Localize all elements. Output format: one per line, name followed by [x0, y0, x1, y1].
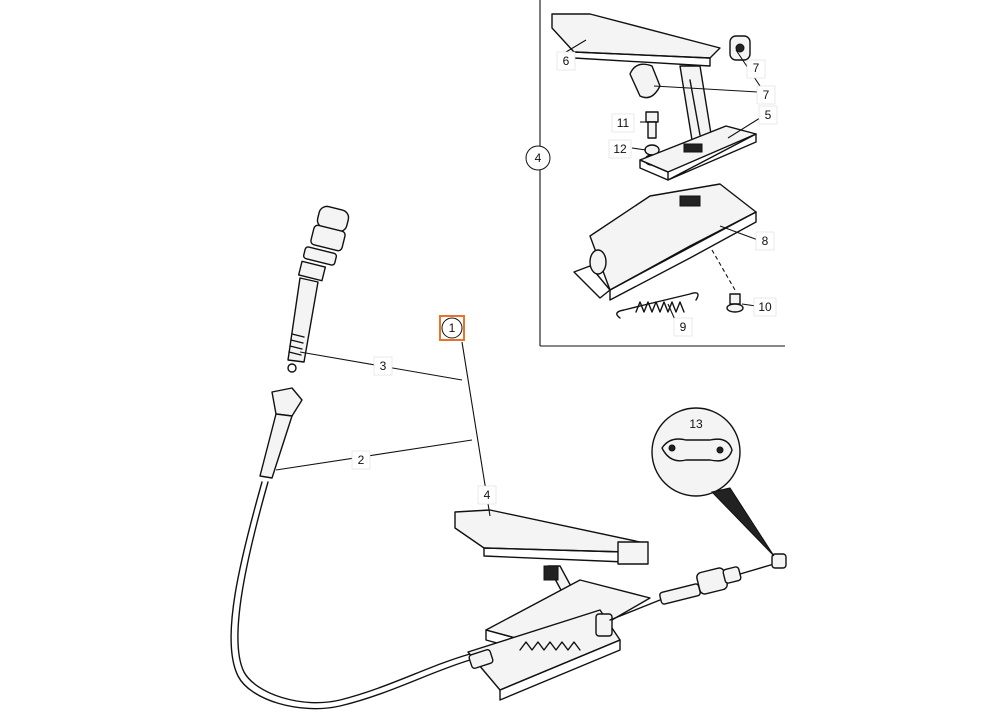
callout-13-label: 13 — [689, 417, 703, 431]
callout-5-label: 5 — [765, 108, 772, 122]
callout-5: 5 — [758, 105, 778, 125]
inset-bracket-5 — [639, 125, 757, 181]
cable-end-part-3 — [287, 205, 350, 373]
callout-2: 2 — [351, 450, 371, 470]
callout-3-label: 3 — [380, 359, 387, 373]
inset-spring-9 — [616, 292, 699, 319]
clip-part-13-bubble — [651, 407, 775, 557]
callout-9: 9 — [673, 317, 693, 337]
inset-rubber-stop-7 — [629, 63, 661, 99]
callout-6: 6 — [556, 51, 576, 71]
callout-7-upper: 7 — [746, 59, 766, 79]
main-pedal-assembly — [454, 509, 661, 701]
inset-base-housing-8 — [573, 183, 757, 301]
callout-10-label: 10 — [758, 300, 772, 314]
inset-frame — [539, 0, 785, 347]
callout-1-label: 1 — [449, 321, 456, 335]
callout-12-label: 12 — [613, 142, 627, 156]
callout-3: 3 — [373, 356, 393, 376]
callout-13: 13 — [689, 417, 703, 431]
callout-4-main-label: 4 — [484, 488, 491, 502]
callout-7-lower-label: 7 — [763, 88, 770, 102]
callout-7-lower: 7 — [756, 85, 776, 105]
callout-4-inset-label: 4 — [535, 151, 542, 165]
callout-1[interactable]: 1 — [439, 315, 465, 341]
callout-4-main: 4 — [477, 485, 497, 505]
callout-8: 8 — [755, 231, 775, 251]
callout-12: 12 — [608, 139, 632, 159]
callout-10: 10 — [753, 297, 777, 317]
inset-pedal-pad-6 — [551, 13, 721, 67]
callout-9-label: 9 — [680, 320, 687, 334]
callout-11-label: 11 — [617, 116, 630, 130]
callout-7-upper-label: 7 — [753, 61, 760, 75]
callout-4-inset: 4 — [525, 145, 551, 171]
callout-2-label: 2 — [358, 453, 365, 467]
cable-end-connector — [659, 553, 787, 605]
callout-1-circle — [441, 317, 463, 339]
callout-11: 11 — [611, 113, 635, 133]
callout-1-highlight-box — [439, 315, 465, 341]
inset-bolt-11 — [645, 111, 659, 139]
inset-bolt-7-right — [729, 35, 751, 61]
callout-8-label: 8 — [762, 234, 769, 248]
callout-6-label: 6 — [563, 54, 570, 68]
inset-screw-10 — [726, 293, 744, 313]
inset-pedal-arm — [679, 65, 713, 141]
cable-part-2 — [230, 387, 471, 710]
